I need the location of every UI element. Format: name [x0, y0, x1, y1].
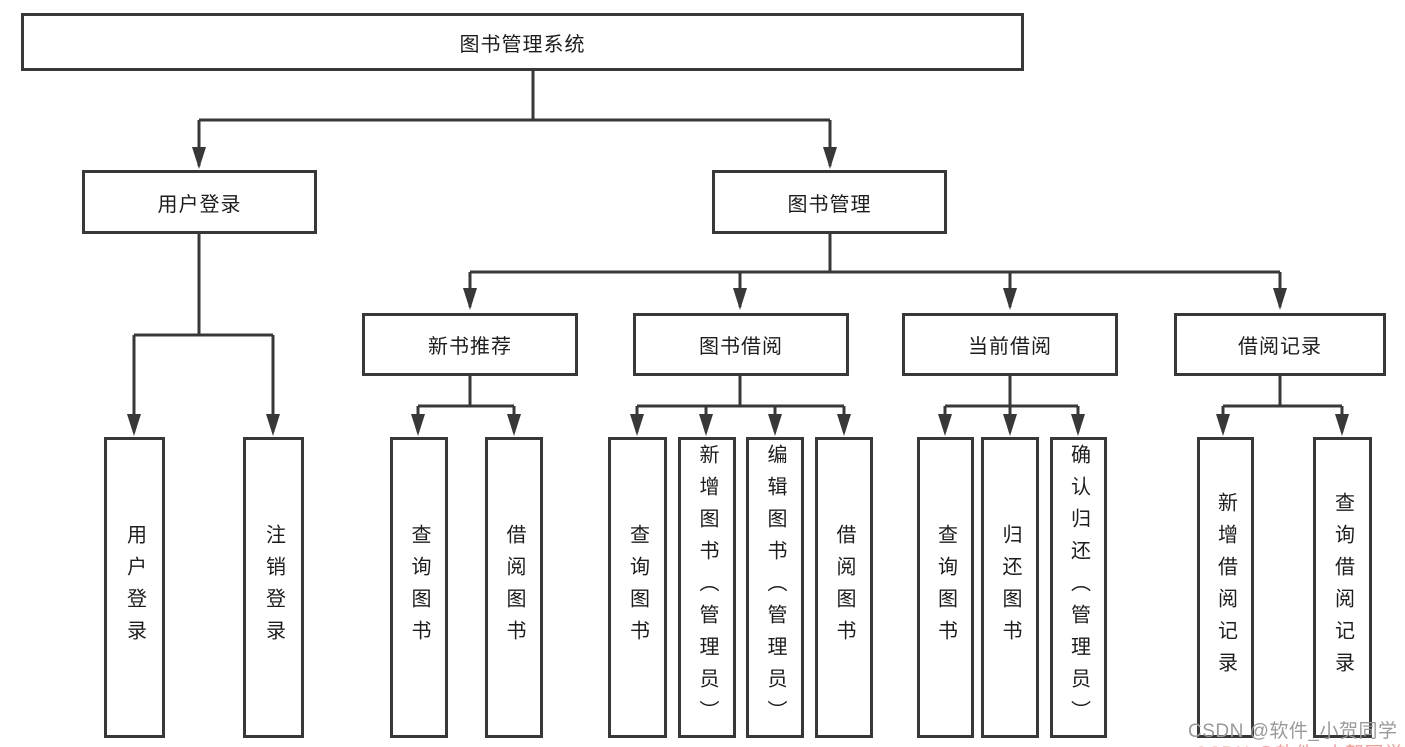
leaf-br-query-record-label: 查询借阅记录	[1331, 491, 1354, 684]
arrow-down-icon	[938, 414, 952, 436]
node-current-borrow: 当前借阅	[902, 313, 1118, 376]
arrow-down-icon	[1273, 288, 1287, 310]
leaf-nbr-borrow-books-label: 借阅图书	[503, 523, 525, 652]
arrow-down-icon	[699, 414, 713, 436]
watermark-shadow: CSDN @软件_小贺同学	[1194, 739, 1403, 747]
leaf-bb-query-books: 查询图书	[608, 437, 667, 738]
arrow-down-icon	[1335, 414, 1349, 436]
leaf-bb-borrow-books: 借阅图书	[815, 437, 873, 738]
arrow-down-icon	[411, 414, 425, 436]
arrow-down-icon	[463, 288, 477, 310]
tree-connector-path	[132, 70, 1344, 432]
arrow-down-icon	[630, 414, 644, 436]
leaf-user-login-label: 用户登录	[123, 523, 146, 652]
leaf-cb-confirm-return-admin: 确认归还（管理员）	[1050, 437, 1107, 738]
node-new-book-recommend-label: 新书推荐	[428, 336, 512, 358]
node-book-management: 图书管理	[712, 170, 947, 234]
node-new-book-recommend: 新书推荐	[362, 313, 578, 376]
node-root-label: 图书管理系统	[459, 33, 586, 56]
node-book-borrow-label: 图书借阅	[699, 336, 783, 358]
leaf-cb-return-books: 归还图书	[981, 437, 1039, 738]
leaf-nbr-borrow-books: 借阅图书	[485, 437, 543, 738]
leaf-cb-confirm-return-admin-label: 确认归还（管理员）	[1067, 443, 1090, 732]
node-current-borrow-label: 当前借阅	[968, 336, 1052, 358]
leaf-br-add-record: 新增借阅记录	[1197, 437, 1254, 738]
leaf-bb-query-books-label: 查询图书	[626, 523, 649, 652]
leaf-bb-add-book-admin-label: 新增图书（管理员）	[696, 443, 718, 732]
leaf-nbr-query-books: 查询图书	[390, 437, 448, 738]
leaf-bb-edit-book-admin-label: 编辑图书（管理员）	[764, 443, 786, 732]
arrow-down-icon	[823, 147, 837, 169]
leaf-logout: 注销登录	[243, 437, 304, 738]
arrow-down-icon	[1003, 414, 1017, 436]
leaf-user-login: 用户登录	[104, 437, 165, 738]
node-root: 图书管理系统	[21, 13, 1024, 71]
node-borrow-records-label: 借阅记录	[1238, 336, 1322, 358]
leaf-br-add-record-label: 新增借阅记录	[1214, 491, 1237, 684]
leaf-cb-return-books-label: 归还图书	[999, 523, 1021, 652]
node-borrow-records: 借阅记录	[1174, 313, 1386, 376]
node-book-management-label: 图书管理	[787, 193, 872, 216]
arrow-down-icon	[507, 414, 521, 436]
arrow-down-icon	[1071, 414, 1085, 436]
leaf-cb-query-books-label: 查询图书	[934, 523, 957, 652]
arrow-down-icon	[1003, 288, 1017, 310]
arrow-down-icon	[192, 147, 206, 169]
arrow-down-icon	[733, 288, 747, 310]
leaf-bb-add-book-admin: 新增图书（管理员）	[678, 437, 736, 738]
node-book-borrow: 图书借阅	[633, 313, 849, 376]
leaf-bb-edit-book-admin: 编辑图书（管理员）	[746, 437, 804, 738]
arrow-down-icon	[266, 414, 280, 436]
arrow-down-icon	[837, 414, 851, 436]
node-user-login-label: 用户登录	[157, 193, 242, 216]
leaf-logout-label: 注销登录	[262, 523, 285, 652]
arrow-down-icon	[1216, 414, 1230, 436]
node-user-login: 用户登录	[82, 170, 317, 234]
arrow-down-icon	[768, 414, 782, 436]
leaf-nbr-query-books-label: 查询图书	[408, 523, 430, 652]
watermark: CSDN @软件_小贺同学	[1188, 721, 1398, 742]
leaf-cb-query-books: 查询图书	[917, 437, 974, 738]
arrow-down-icon	[127, 414, 141, 436]
leaf-bb-borrow-books-label: 借阅图书	[833, 523, 855, 652]
leaf-br-query-record: 查询借阅记录	[1313, 437, 1372, 738]
